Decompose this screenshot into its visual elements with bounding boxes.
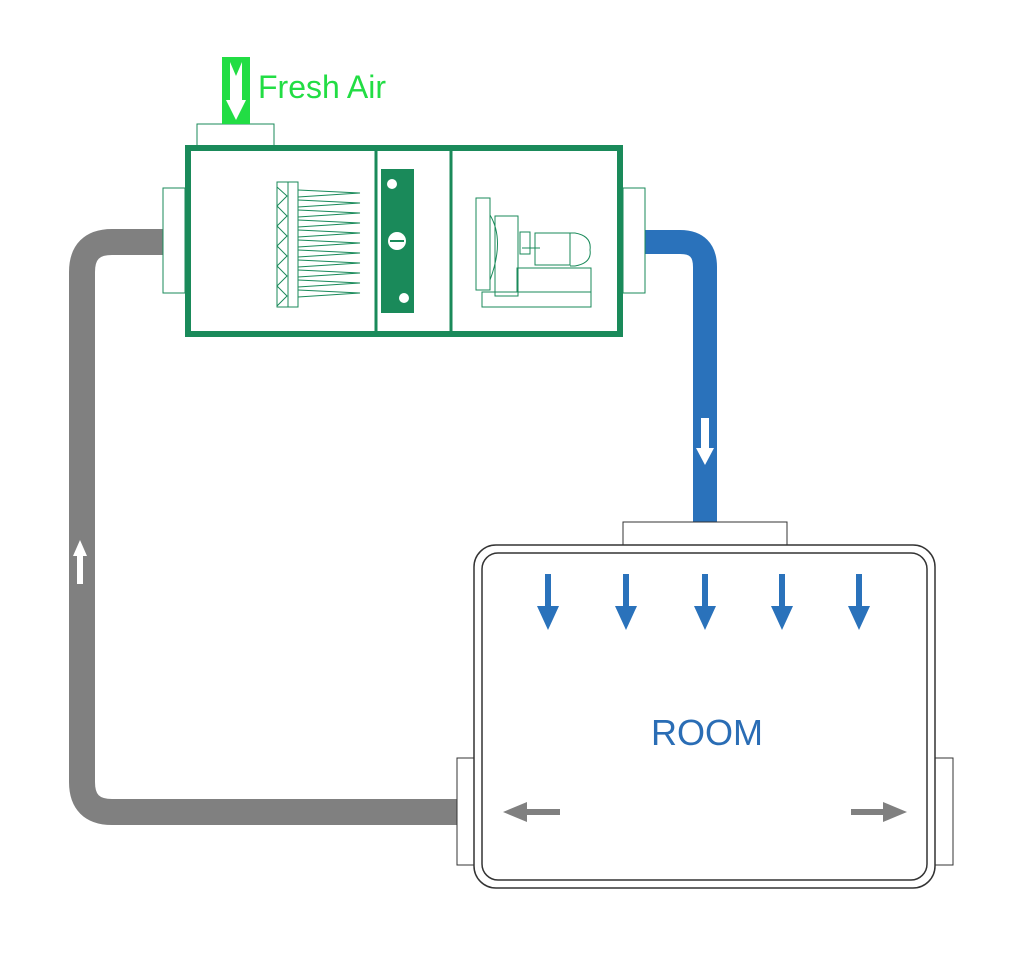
supply-diffuser-arrow-icon bbox=[694, 574, 716, 630]
fresh-air-label: Fresh Air bbox=[258, 69, 386, 105]
fresh-air-arrow-icon bbox=[226, 62, 246, 120]
return-air-duct bbox=[69, 229, 460, 825]
ahu-return-connector bbox=[162, 187, 186, 294]
room-label: ROOM bbox=[651, 712, 763, 753]
room-supply-connector bbox=[622, 521, 788, 547]
room-exhaust-connector bbox=[933, 757, 954, 866]
exhaust-air-arrow-icon bbox=[851, 802, 907, 822]
return-air-arrow-icon bbox=[503, 802, 560, 822]
filter-icon bbox=[276, 181, 361, 308]
fan-motor-icon bbox=[475, 197, 592, 308]
supply-duct-arrow-icon bbox=[696, 418, 714, 465]
damper-panel-icon bbox=[381, 169, 414, 313]
ahu-supply-connector bbox=[622, 187, 646, 294]
supply-air-duct bbox=[643, 230, 717, 524]
room-inner-outline bbox=[481, 552, 928, 881]
supply-diffuser-arrow-icon bbox=[848, 574, 870, 630]
room-return-connector bbox=[456, 757, 476, 866]
return-duct-arrow-icon bbox=[73, 540, 87, 584]
supply-diffuser-arrow-icon bbox=[615, 574, 637, 630]
fresh-air-inlet-box bbox=[196, 123, 275, 147]
supply-diffuser-arrow-icon bbox=[537, 574, 559, 630]
room-outline bbox=[473, 544, 936, 889]
supply-diffuser-arrow-icon bbox=[771, 574, 793, 630]
